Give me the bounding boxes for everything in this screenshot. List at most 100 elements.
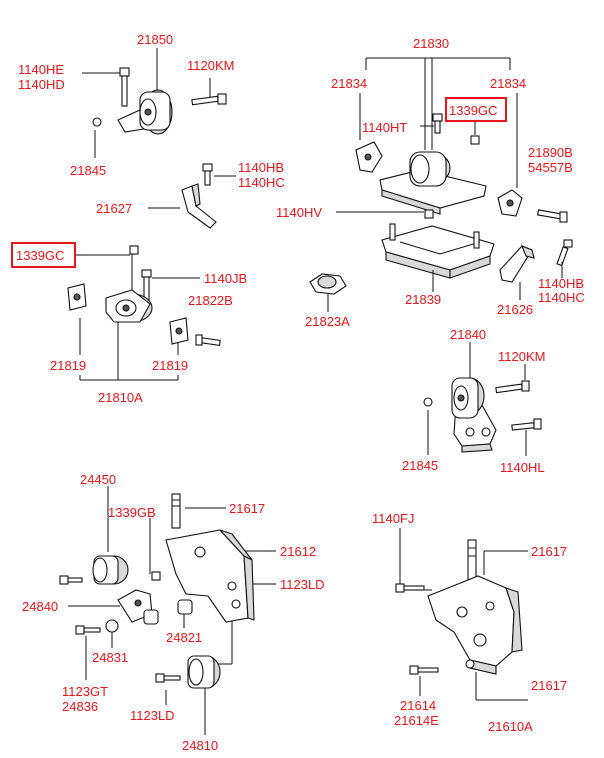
bolt-icon [59, 575, 83, 585]
label-1120KM: 1120KM [187, 58, 234, 73]
bolt-icon [155, 673, 181, 683]
stopper-21823A [309, 273, 347, 295]
label-24821: 24821 [166, 630, 202, 645]
group-21626: 1140HB 1140HC 21626 [497, 239, 585, 317]
bracket-21626 [499, 245, 535, 283]
bolt-icon [409, 665, 439, 675]
label-1339GC: 1339GC [16, 248, 64, 263]
label-1120KM: 1120KM [498, 349, 545, 364]
label-21834: 21834 [490, 76, 526, 91]
group-21627: 1140HB 1140HC 21627 [96, 160, 285, 229]
label-1140JB: 1140JB [204, 271, 247, 286]
washer-icon [169, 317, 189, 345]
bushing-24810 [187, 655, 221, 689]
washer-icon [105, 619, 119, 633]
label-21617: 21617 [531, 678, 567, 693]
label-1339GB: 1339GB [108, 505, 156, 520]
label-21612: 21612 [280, 544, 316, 559]
bracket-21612 [165, 529, 255, 623]
bushing-24450 [92, 555, 129, 585]
highlight-box [445, 97, 507, 122]
mount-assembly-21830 [379, 151, 487, 215]
label-21626: 21626 [497, 302, 533, 317]
label-21850: 21850 [137, 32, 173, 47]
label-1123LD: 1123LD [280, 577, 325, 592]
label-1140HL: 1140HL [500, 460, 545, 475]
bracket-21627 [181, 183, 217, 229]
group-21810A: 1339GC 1140JB 21822B 21819 21819 21810A [11, 242, 247, 405]
label-1123LD: 1123LD [130, 708, 175, 723]
label-21810A: 21810A [98, 390, 143, 405]
label-54557B: 54557B [528, 160, 573, 175]
label-21819: 21819 [152, 358, 188, 373]
label-1140HE: 1140HE [18, 62, 64, 77]
label-21830: 21830 [413, 36, 449, 51]
group-21823A: 21823A [305, 273, 350, 329]
washer-icon [497, 189, 523, 217]
washer-icon [355, 141, 383, 173]
bushing-24821 [143, 599, 193, 625]
label-1140HV: 1140HV [276, 205, 322, 220]
label-24840: 24840 [22, 599, 58, 614]
label-24810: 24810 [182, 738, 218, 753]
bolt-icon [432, 113, 443, 134]
nut-icon [92, 117, 102, 127]
bolt-icon [202, 163, 213, 186]
mount-bushing-21810A [105, 289, 153, 323]
label-21627: 21627 [96, 201, 132, 216]
label-21823A: 21823A [305, 314, 350, 329]
bolt-icon [537, 209, 568, 223]
label-24831: 24831 [92, 650, 128, 665]
label-21834: 21834 [331, 76, 367, 91]
label-21819: 21819 [50, 358, 86, 373]
bolt-icon [556, 239, 573, 267]
bracket-21610A [427, 575, 523, 675]
bolt-icon [195, 334, 221, 346]
highlight-box [11, 242, 76, 268]
label-21822B: 21822B [188, 293, 233, 308]
label-21617: 21617 [229, 501, 265, 516]
bolt-icon [511, 418, 542, 431]
bracket-21839 [381, 223, 495, 279]
group-21830: 21830 21834 21834 1140HT 1339GC 21890B 5… [276, 36, 573, 223]
stud-icon [171, 493, 181, 529]
stud-icon [467, 539, 477, 581]
label-21839: 21839 [405, 292, 441, 307]
label-1140HB: 1140HB [238, 160, 284, 175]
group-21612: 24450 1339GB 21617 21612 1123LD 24840 24… [22, 472, 325, 753]
label-1140HC: 1140HC [238, 175, 285, 190]
group-21850: 21850 1140HE 1140HD 1120KM 21845 [18, 32, 234, 178]
label-24450: 24450 [80, 472, 116, 487]
bolt-icon [191, 93, 227, 106]
mount-bushing-21840 [451, 377, 497, 453]
label-1140HT: 1140HT [362, 120, 407, 135]
nut-icon [470, 135, 480, 145]
nut-icon [129, 245, 139, 255]
label-1140FJ: 1140FJ [372, 511, 414, 526]
label-1339GC: 1339GC [449, 103, 497, 118]
bolt-icon [119, 67, 130, 107]
label-1123GT: 1123GT [62, 684, 108, 699]
label-21617: 21617 [531, 544, 567, 559]
bolt-icon [395, 583, 425, 593]
bolt-icon [495, 380, 530, 394]
label-24836: 24836 [62, 699, 98, 714]
group-21840: 21840 1120KM 21845 1140HL [402, 327, 545, 475]
label-21840: 21840 [450, 327, 486, 342]
label-21845: 21845 [70, 163, 106, 178]
nut-icon [423, 397, 433, 407]
label-21890B: 21890B [528, 145, 573, 160]
bolt-icon [75, 625, 101, 635]
label-21845: 21845 [402, 458, 438, 473]
nut-icon [151, 571, 161, 581]
group-21610A: 1140FJ 21617 21617 21614 21614E 21610A [372, 511, 567, 734]
label-1140HD: 1140HD [18, 77, 65, 92]
label-21614E: 21614E [394, 713, 439, 728]
nut-icon [424, 209, 434, 219]
washer-icon [67, 283, 87, 311]
label-1140HC: 1140HC [538, 290, 585, 305]
label-21614: 21614 [400, 698, 436, 713]
mount-bushing-21850 [117, 89, 173, 135]
label-1140HB: 1140HB [538, 276, 584, 291]
